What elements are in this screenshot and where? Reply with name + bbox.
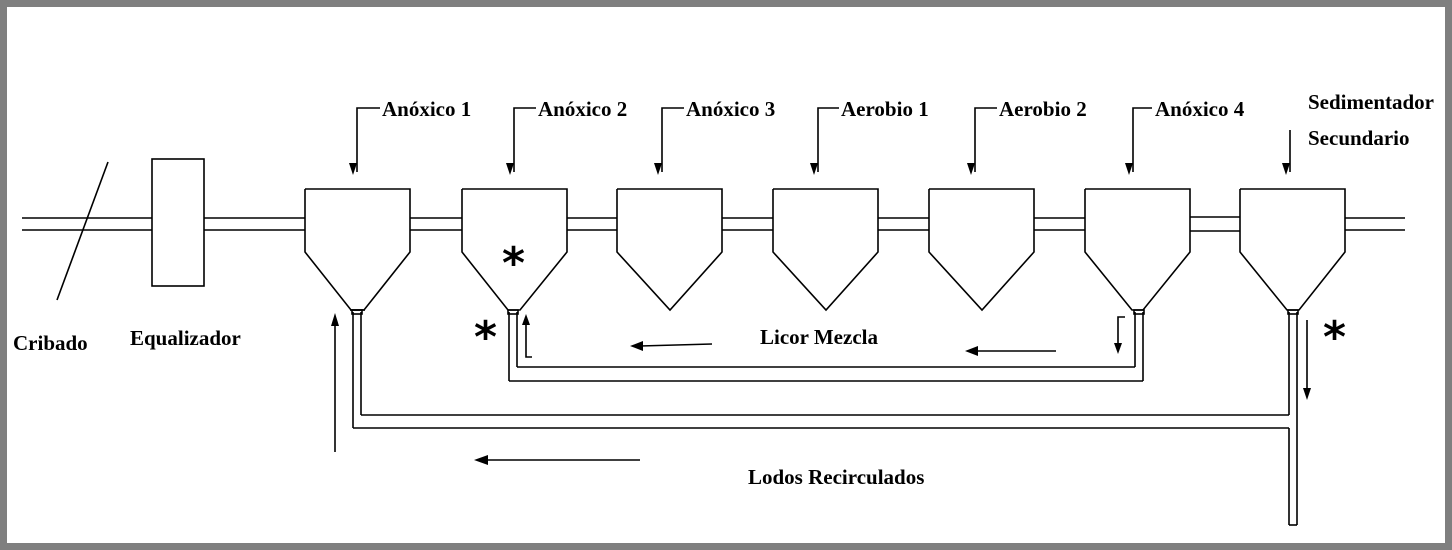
sample-point-marker: * bbox=[502, 238, 525, 289]
stage-label-4: Aerobio 1 bbox=[841, 97, 929, 121]
equalizer-tank bbox=[151, 158, 205, 287]
return-sludge-label: Lodos Recirculados bbox=[748, 465, 924, 489]
main-pipe bbox=[22, 216, 1405, 232]
tank-anoxico-1 bbox=[304, 188, 411, 311]
sample-point-marker: * bbox=[474, 312, 497, 363]
mixed-liquor-pipe bbox=[507, 309, 1145, 382]
stage-label-1: Anóxico 1 bbox=[382, 97, 471, 121]
tank-anoxico-4 bbox=[1084, 188, 1191, 311]
tank-sedimentador bbox=[1239, 188, 1346, 311]
stage-label-2: Anóxico 2 bbox=[538, 97, 627, 121]
tank-anoxico-2 bbox=[461, 188, 568, 311]
mixed-liquor-arrow-down bbox=[1117, 316, 1125, 346]
return-sludge-pipe bbox=[351, 309, 1299, 526]
sample-point-marker: * bbox=[1323, 312, 1346, 363]
mixed-liquor-arrow-up bbox=[525, 318, 532, 358]
clarifier-label-line2: Secundario bbox=[1308, 126, 1410, 150]
clarifier-label-line1: Sedimentador bbox=[1308, 90, 1434, 114]
equalizer-label: Equalizador bbox=[130, 326, 241, 350]
screen-line bbox=[56, 161, 109, 301]
tank-aerobio-1 bbox=[772, 188, 879, 312]
label-leaders bbox=[356, 107, 1291, 172]
mixed-liquor-arrow-left-1 bbox=[639, 343, 713, 347]
stage-label-6: Anóxico 4 bbox=[1155, 97, 1245, 121]
tank-aerobio-2 bbox=[928, 188, 1035, 312]
tank-anoxico-3 bbox=[616, 188, 723, 312]
stage-label-5: Aerobio 2 bbox=[999, 97, 1087, 121]
mixed-liquor-label: Licor Mezcla bbox=[760, 325, 878, 349]
screen-label: Cribado bbox=[13, 331, 88, 355]
stage-label-3: Anóxico 3 bbox=[686, 97, 775, 121]
